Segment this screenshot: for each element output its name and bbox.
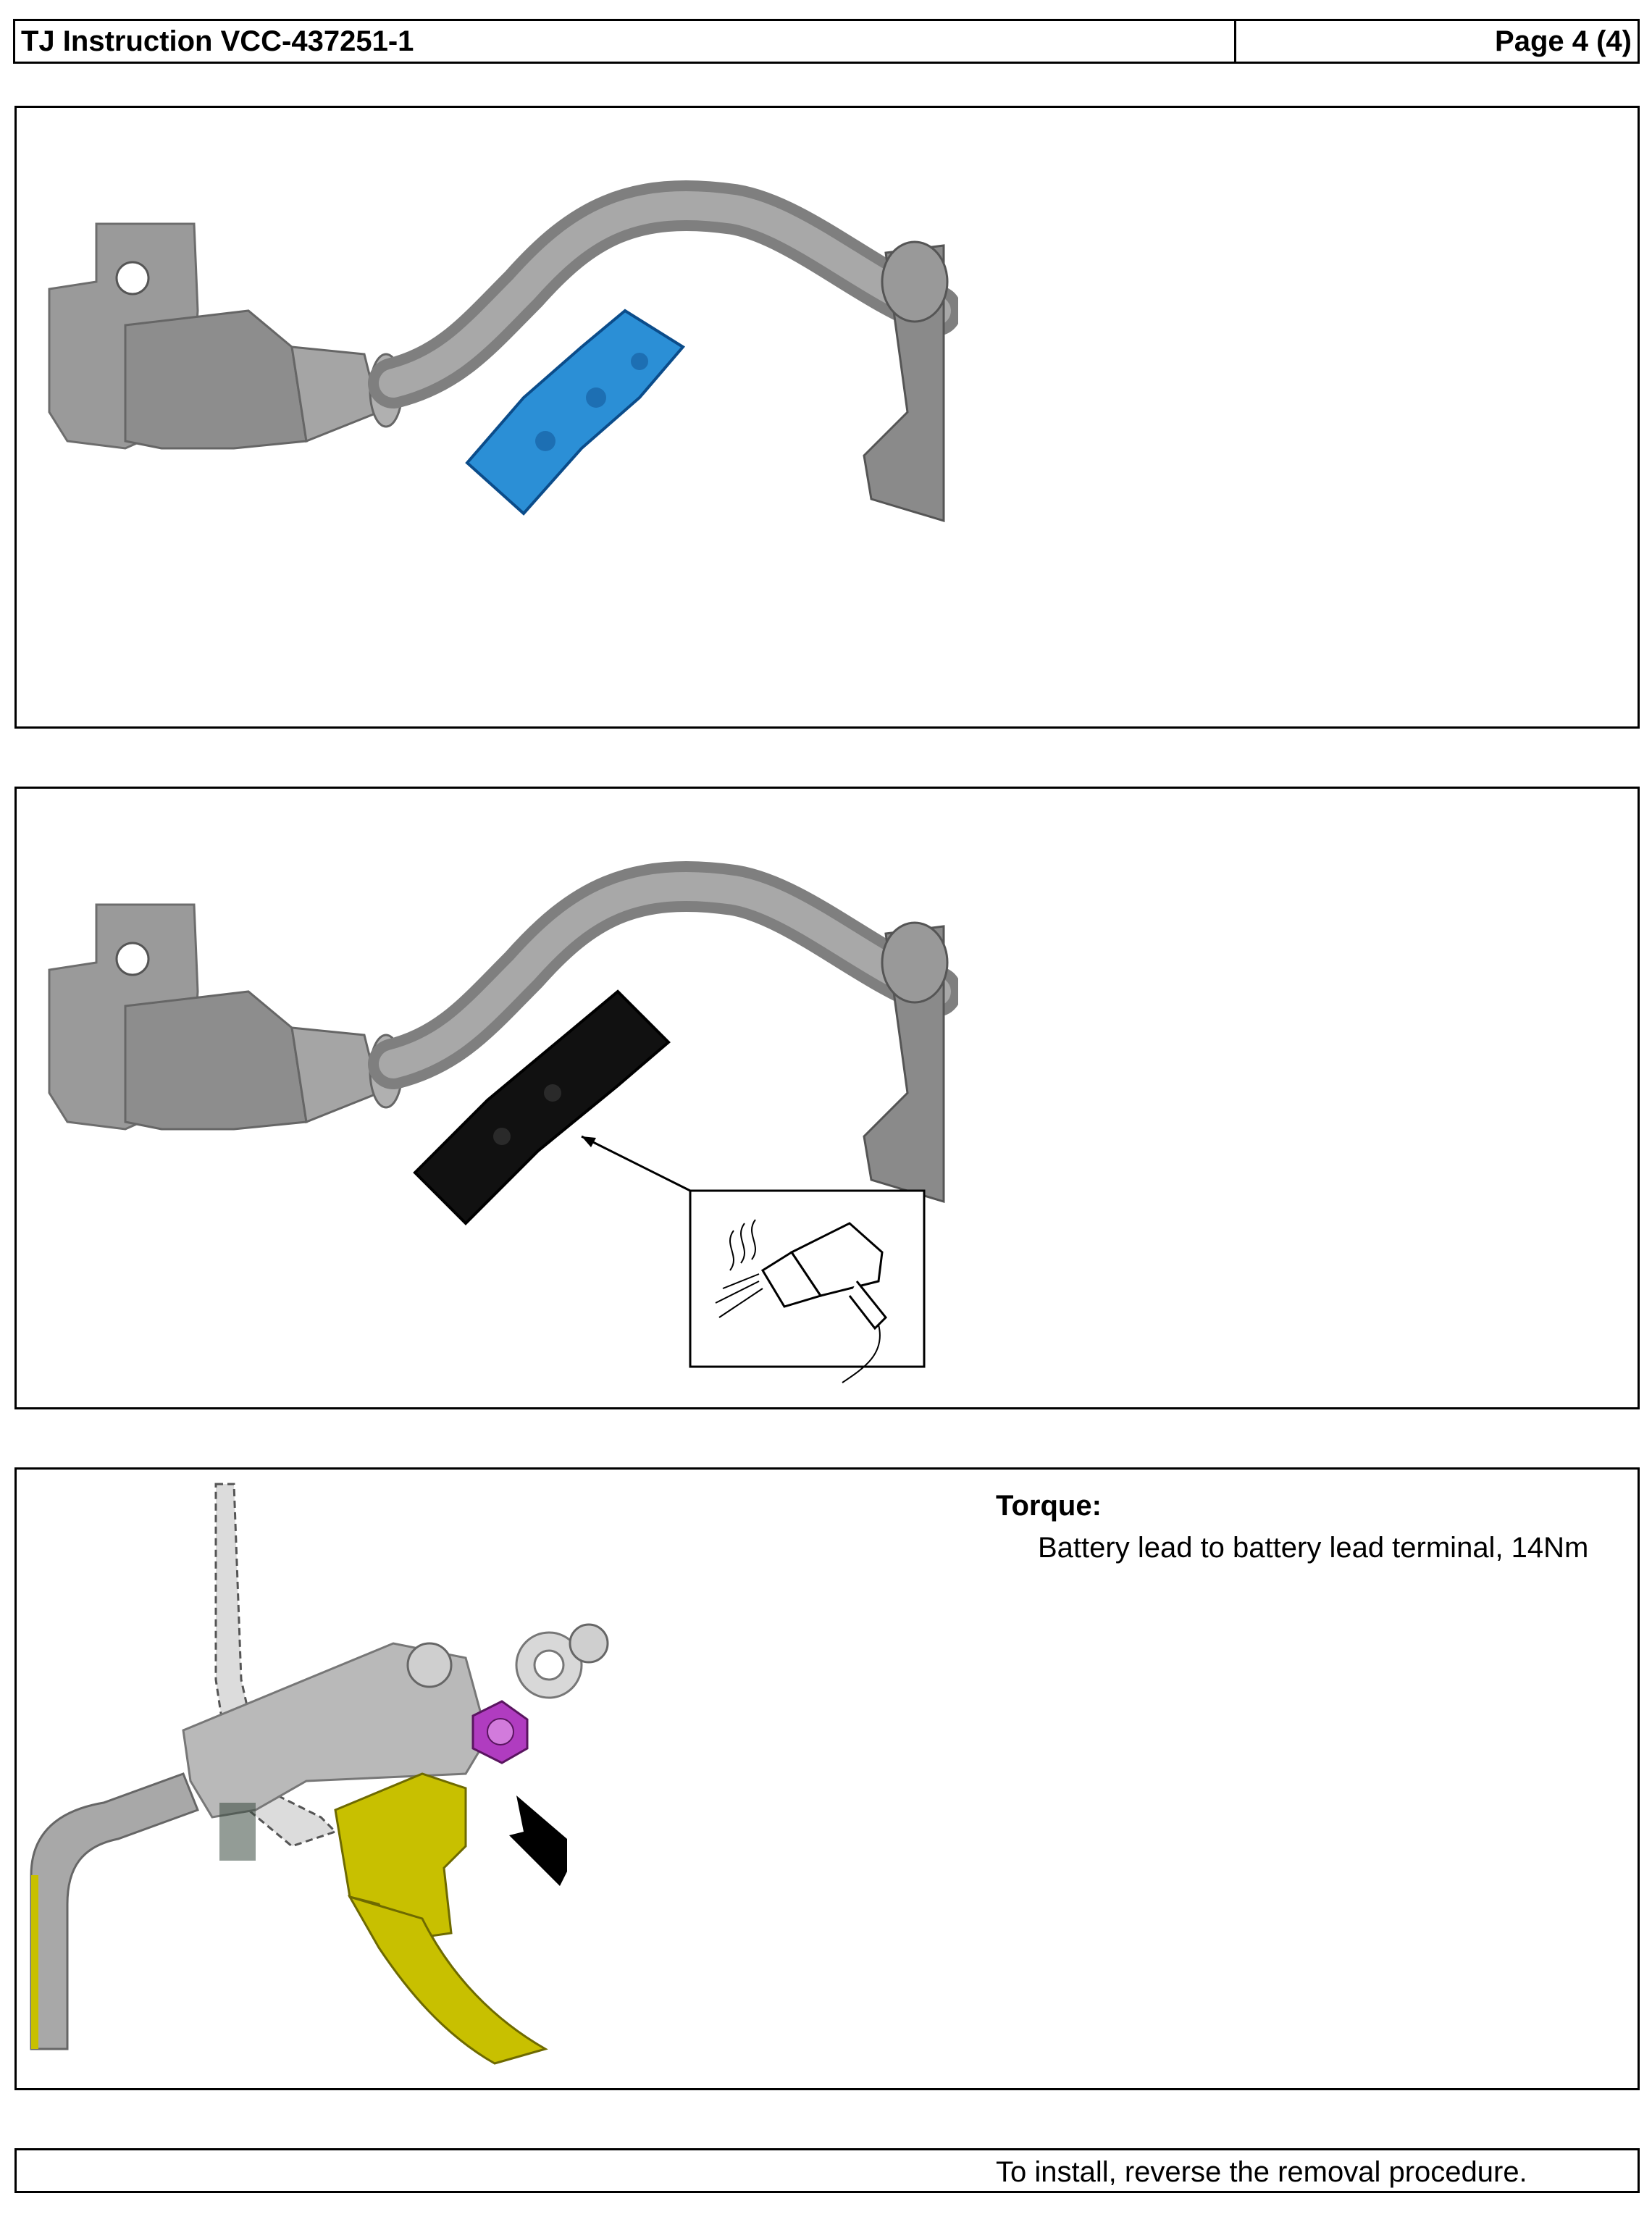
cable-with-black-shrink-sleeve-icon: [48, 860, 958, 1383]
step-panel-2: [14, 787, 1640, 1409]
torque-title: Torque:: [996, 1490, 1102, 1522]
document-header: TJ Instruction VCC-437251-1 Page 4 (4): [13, 19, 1640, 64]
install-instruction: To install, reverse the removal procedur…: [996, 2156, 1527, 2188]
page-number: Page 4 (4): [1495, 25, 1632, 57]
step-panel-1: [14, 106, 1640, 729]
footer-note: To install, reverse the removal procedur…: [14, 2148, 1640, 2193]
document-title: TJ Instruction VCC-437251-1: [15, 21, 1236, 62]
cable-with-blue-shrink-sleeve-icon: [48, 180, 958, 523]
battery-terminal-nut-icon: [30, 1483, 609, 2065]
arrow-icon: [509, 1795, 567, 1886]
heat-gun-icon: [689, 1189, 926, 1383]
step-panel-3: Torque: Battery lead to battery lead ter…: [14, 1467, 1640, 2090]
torque-specification: Battery lead to battery lead terminal, 1…: [1038, 1532, 1589, 1564]
